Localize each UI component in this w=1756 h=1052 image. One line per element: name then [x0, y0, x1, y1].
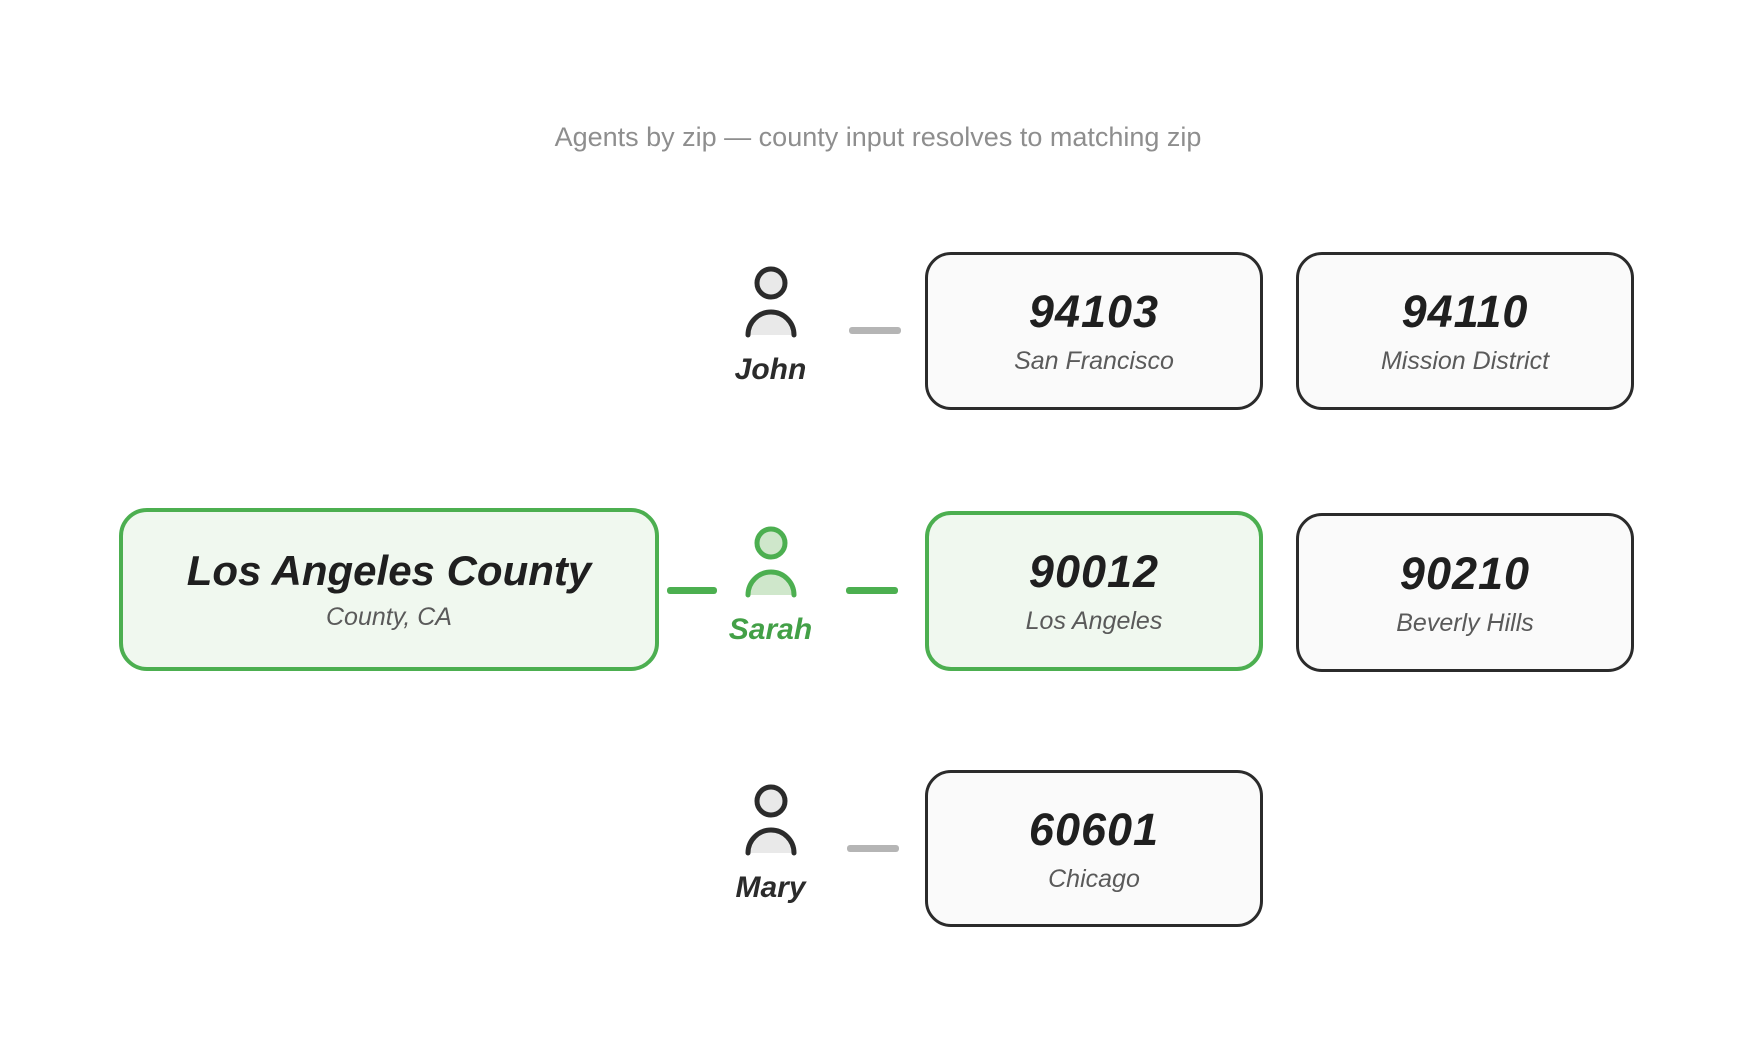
- zip-card-90210: 90210 Beverly Hills: [1296, 513, 1634, 672]
- zip-city: Chicago: [1048, 864, 1140, 893]
- diagram-title: Agents by zip — county input resolves to…: [554, 122, 1202, 152]
- connector-line-highlighted: [667, 587, 717, 594]
- zip-city: Mission District: [1380, 347, 1550, 375]
- county-subtitle: County, CA: [326, 603, 452, 631]
- agent-name: Sarah: [728, 613, 813, 646]
- agent-name: John: [734, 353, 807, 386]
- county-name: Los Angeles County: [186, 547, 592, 594]
- zip-city: San Francisco: [1014, 347, 1174, 375]
- zip-code: 94103: [1028, 286, 1160, 337]
- connector-line-highlighted: [846, 587, 898, 594]
- zip-card-60601: 60601 Chicago: [925, 770, 1263, 927]
- zip-card-90012: 90012 Los Angeles: [925, 511, 1263, 671]
- zip-city: Los Angeles: [1025, 607, 1163, 635]
- agent-name: Mary: [735, 871, 806, 904]
- person-icon: [745, 784, 796, 856]
- zip-code: 90210: [1399, 547, 1531, 599]
- agent-sarah: Sarah: [698, 526, 843, 647]
- zip-code: 60601: [1028, 803, 1160, 855]
- agent-mary: Mary: [698, 784, 843, 905]
- zip-card-94110: 94110 Mission District: [1296, 252, 1634, 410]
- agent-john: John: [698, 266, 843, 387]
- county-node: Los Angeles County County, CA: [119, 508, 659, 671]
- person-icon: [745, 266, 796, 338]
- zip-code: 90012: [1028, 546, 1160, 597]
- zip-city: Beverly Hills: [1396, 608, 1534, 637]
- zip-card-94103: 94103 San Francisco: [925, 252, 1263, 410]
- connector-line: [849, 327, 901, 334]
- connector-line: [847, 845, 899, 852]
- zip-code: 94110: [1401, 286, 1529, 337]
- person-icon-highlighted: [745, 526, 796, 598]
